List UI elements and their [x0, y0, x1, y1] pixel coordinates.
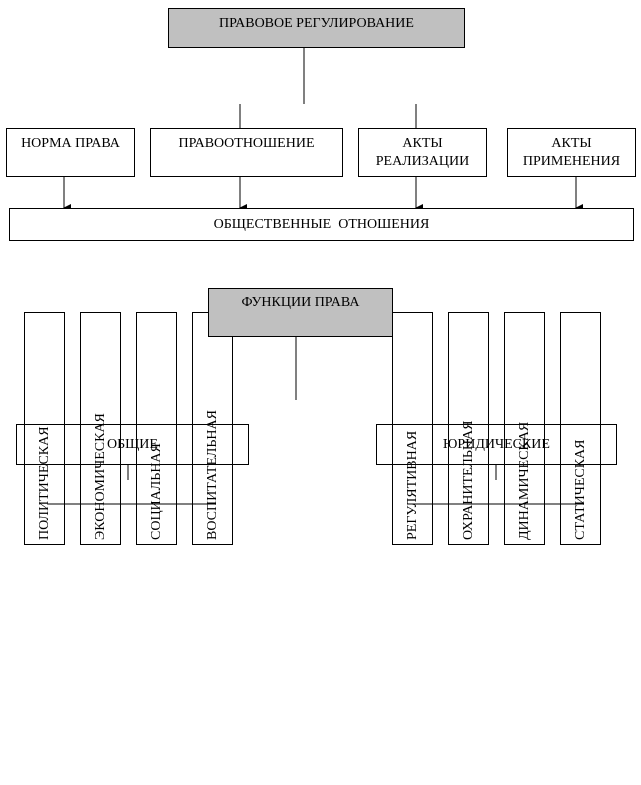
function-staticheskaya-label: СТАТИЧЕСКАЯ	[573, 439, 588, 540]
function-socialnaya-label: СОЦИАЛЬНАЯ	[149, 443, 164, 540]
function-box	[560, 312, 601, 545]
function-politicheskaya-label: ПОЛИТИЧЕСКАЯ	[37, 426, 52, 540]
function-box	[80, 312, 121, 545]
function-okhranitelnaya-label: ОХРАНИТЕЛЬНАЯ	[461, 420, 476, 540]
legal-functions-box: ЮРИДИЧЕСКИЕ	[376, 424, 617, 465]
function-dinamicheskaya-label: ДИНАМИЧЕСКАЯ	[517, 421, 532, 540]
function-box	[504, 312, 545, 545]
function-ekonomicheskaya-label: ЭКОНОМИЧЕСКАЯ	[93, 413, 108, 540]
realization-box: АКТЫ РЕАЛИЗАЦИИ	[358, 128, 487, 177]
social-relations-box: ОБЩЕСТВЕННЫЕ ОТНОШЕНИЯ	[9, 208, 634, 241]
function-regulyativnaya-label: РЕГУЛЯТИВНАЯ	[405, 430, 420, 540]
norm-box: НОРМА ПРАВА	[6, 128, 135, 177]
function-box	[24, 312, 65, 545]
functions-of-law-box: ФУНКЦИИ ПРАВА	[208, 288, 393, 337]
legal-regulation-box: ПРАВОВОЕ РЕГУЛИРОВАНИЕ	[168, 8, 465, 48]
general-functions-box: ОБЩИЕ	[16, 424, 249, 465]
application-box: АКТЫ ПРИМЕНЕНИЯ	[507, 128, 636, 177]
function-vospitatelnaya-label: ВОСПИТАТЕЛЬНАЯ	[205, 410, 220, 540]
function-box	[392, 312, 433, 545]
function-box	[448, 312, 489, 545]
relation-box: ПРАВООТНОШЕНИЕ	[150, 128, 343, 177]
function-box	[136, 312, 177, 545]
